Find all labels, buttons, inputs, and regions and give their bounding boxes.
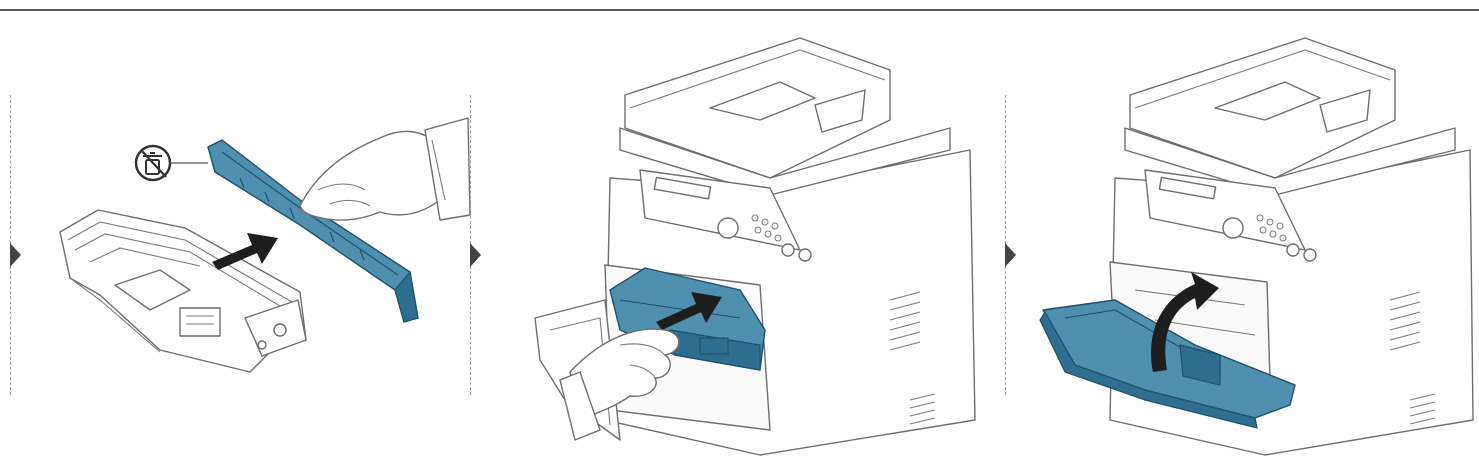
push-arrow-icon xyxy=(212,233,278,270)
insert-arrow-icon xyxy=(656,292,722,330)
step-1-illustration xyxy=(59,117,471,373)
step-2-illustration xyxy=(534,37,976,456)
step-3-illustration xyxy=(1039,37,1474,456)
step-marker-icon xyxy=(1005,243,1016,267)
step-marker-icon xyxy=(470,243,481,267)
top-rule xyxy=(0,9,1479,11)
toner-cartridge-icon xyxy=(59,209,307,373)
step-3-panel xyxy=(1005,0,1479,462)
recycle-bin-icon xyxy=(134,144,208,182)
hand-icon xyxy=(559,328,680,441)
step-2-panel xyxy=(470,0,1005,462)
step-1-panel xyxy=(0,0,471,462)
close-arrow-icon xyxy=(1151,272,1219,372)
toner-cartridge-icon xyxy=(609,267,766,371)
hand-icon xyxy=(299,117,471,221)
step-marker-icon xyxy=(10,243,21,267)
packing-strip-icon xyxy=(207,139,419,323)
